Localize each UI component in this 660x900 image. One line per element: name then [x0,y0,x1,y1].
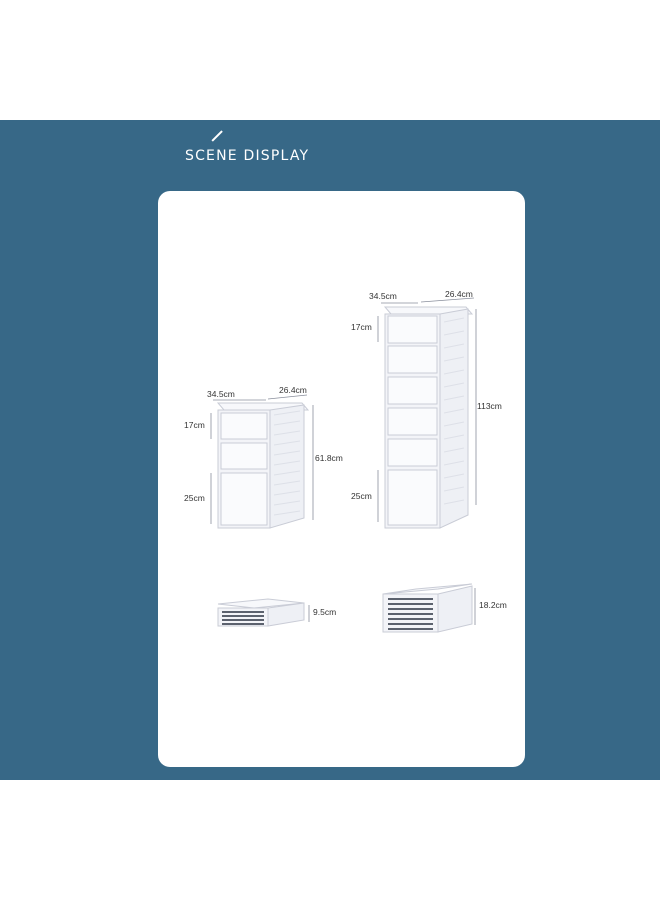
tall-drawer-tower [383,306,474,529]
small-folded-height-label: 9.5cm [313,607,336,617]
small-folded-box [217,598,305,627]
small-total-height-label: 61.8cm [315,453,343,463]
section-title: SCENE DISPLAY [185,148,310,164]
small-drawer-height-label: 17cm [184,420,205,430]
tall-folded-box [382,583,473,633]
small-tower-dimension-lines [210,394,314,622]
tall-folded-height-label: 18.2cm [479,600,507,610]
tall-large-drawer-height-label: 25cm [351,491,372,501]
tall-total-height-label: 113cm [477,401,502,411]
tall-tower-dimension-lines [377,297,477,625]
tall-drawer-height-label: 17cm [351,322,372,332]
tall-depth-label: 34.5cm [369,291,397,301]
small-large-drawer-height-label: 25cm [184,493,205,503]
small-depth-label: 34.5cm [207,389,235,399]
small-drawer-tower [216,402,310,529]
small-width-label: 26.4cm [279,385,307,395]
tall-width-label: 26.4cm [445,289,473,299]
